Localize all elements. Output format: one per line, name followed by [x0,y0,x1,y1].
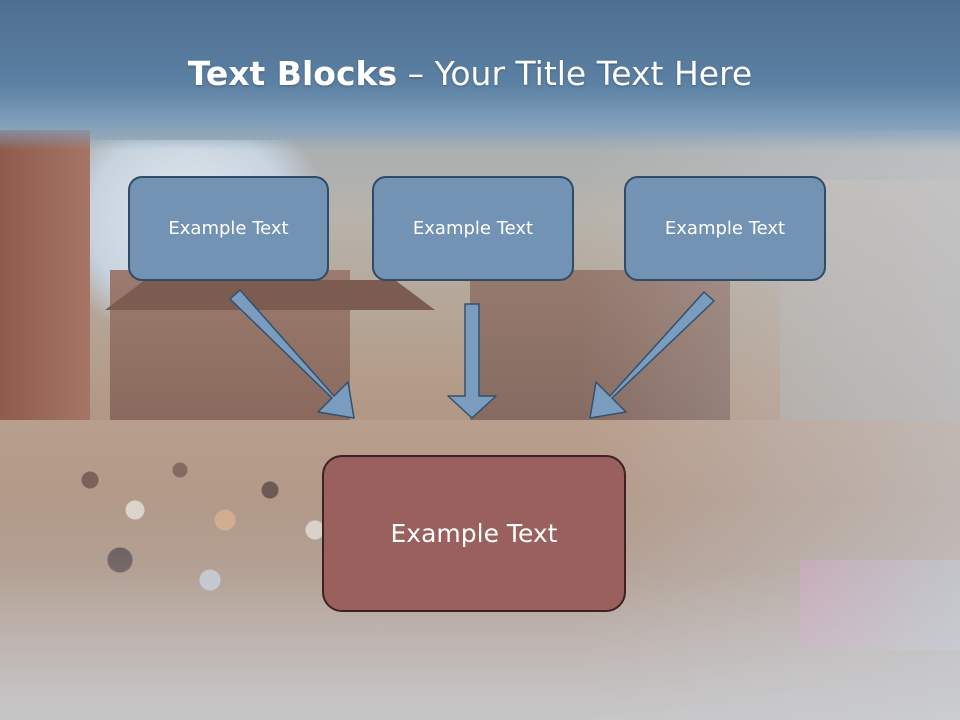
title-bold-part: Text Blocks [187,54,398,93]
text-box-left-label: Example Text [168,218,289,239]
text-box-center[interactable]: Example Text [372,176,574,281]
text-box-center-label: Example Text [412,218,534,239]
title-band [0,0,960,150]
text-box-right[interactable]: Example Text [624,176,826,281]
text-box-left[interactable]: Example Text [128,176,329,281]
slide-title[interactable]: Text Blocks – Your Title Text Here [0,54,940,93]
main-text-box-label: Example Text [390,519,558,548]
title-dash: – [397,54,435,93]
main-text-box[interactable]: Example Text [322,455,626,612]
text-box-right-label: Example Text [664,218,786,239]
bg-temple-roof [105,280,435,310]
title-rest-part: Your Title Text Here [434,54,753,93]
